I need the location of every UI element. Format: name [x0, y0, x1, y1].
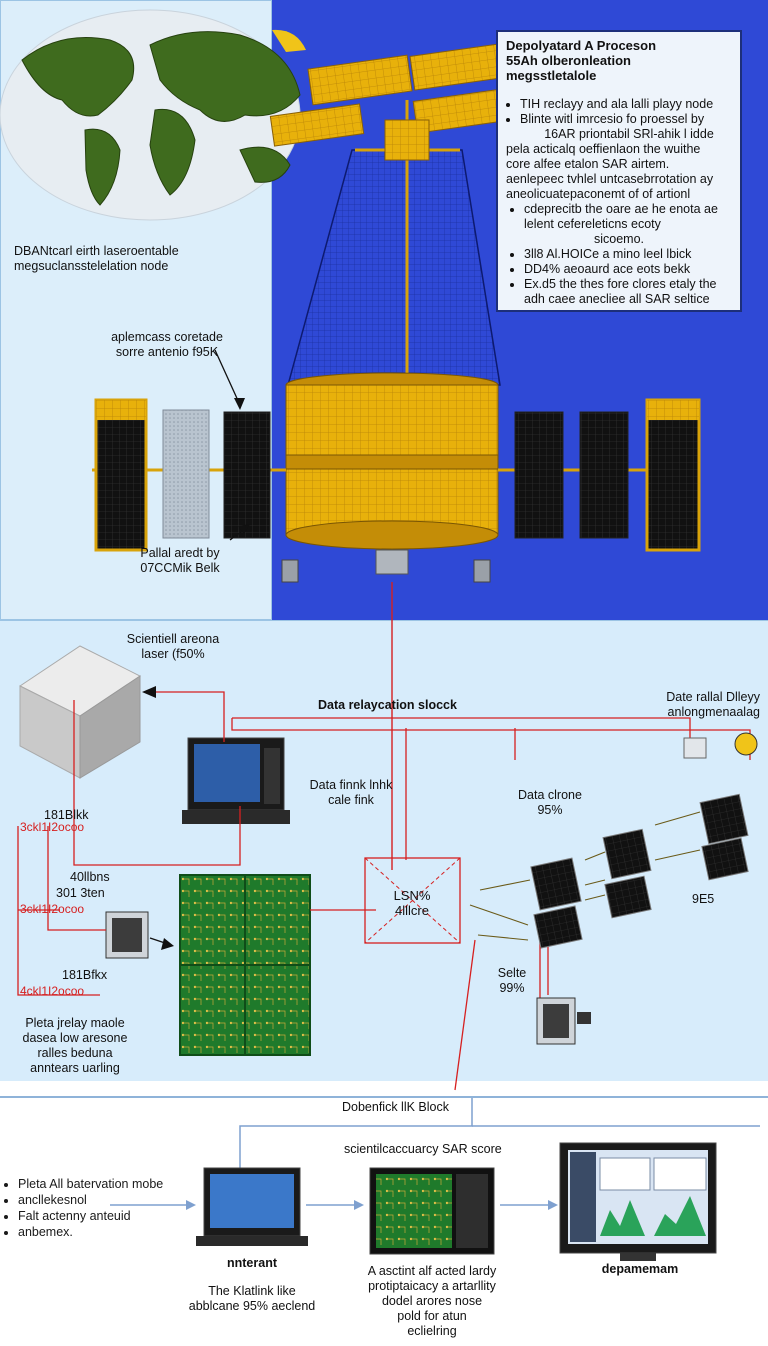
callout-sub-item: DD4% aeoaurd ace eots bekk [524, 262, 732, 277]
circuit-board-icon [179, 874, 311, 1056]
small-monitor-icon [105, 911, 149, 959]
count-label: 40llbns [70, 870, 110, 884]
callout-item: TIH reclayy and ala lalli playy node [520, 97, 732, 112]
clone-label-line: 95% [537, 803, 563, 817]
callout-title-1: Depolyatard A Proceson [506, 38, 657, 53]
mid-bullet-line: anntears uarling [30, 1061, 120, 1075]
score-label: scientilcaccuarcy SAR score [344, 1142, 502, 1156]
right-value: 9E5 [692, 892, 715, 906]
site-label-line: 99% [499, 981, 525, 995]
terminal-caption: The Klatlink like abblcane 95% aeclend [170, 1284, 334, 1314]
clone-label: Data clrone 95% [500, 788, 600, 818]
link-label: Data finnk lnhk cale fink [296, 778, 406, 808]
cube-icon [19, 645, 141, 779]
relay-title: Data relaycation slocck [318, 698, 457, 712]
terminal-label: nnterant [227, 1256, 277, 1270]
relay-right-label: Date rallal Dlleyy anlongmenaalag [620, 690, 760, 720]
middle-caption-line: dodel arores nose [381, 1294, 483, 1308]
callout-box: Depolyatard A Proceson 55Ah olberonleati… [496, 30, 742, 312]
count-label: 181Blkk [44, 808, 89, 822]
top-solar-array-icon [269, 43, 508, 161]
dobenfick-label: Dobenfick llK Block [342, 1100, 449, 1114]
sci-label: Scientiell areona laser (f50% [108, 632, 238, 662]
left-solar-panels-icon [94, 398, 271, 552]
mid-bullet-line: ralles beduna [37, 1046, 113, 1060]
map-caption: DBANtcarl eirth laseroentable megsuclans… [14, 244, 270, 274]
callout-title-2: 55Ah olberonleation [506, 53, 631, 68]
mid-bullet-line: dasea low aresone [22, 1031, 128, 1045]
mid-bullet-line: Pleta jrelay maole [25, 1016, 125, 1030]
antenna-label: aplemcass coretade sorre antenio f95K [82, 330, 252, 360]
terminal-caption-line: abblcane 95% aeclend [188, 1299, 316, 1313]
callout-sub-item: 3ll8 Al.HOICe a mino leel lbick [524, 247, 732, 262]
center-box-line: 4lllcre [395, 903, 429, 918]
panel-label-line: 07CCMik Belk [140, 561, 220, 575]
right-caption: depamemam [601, 1262, 679, 1276]
satellite-bus-icon [92, 372, 700, 583]
lsn-box [364, 857, 461, 944]
terminal-caption-line: The Klatlink like [208, 1284, 296, 1298]
relay-panels-icon [530, 793, 749, 949]
middle-caption-line: eclielring [407, 1324, 457, 1338]
antenna-label-line: aplemcass coretade [111, 330, 223, 344]
clone-label-line: Data clrone [518, 788, 582, 802]
callout-paragraph-4: aneolicuatepaconemt of of artionl [506, 187, 691, 201]
callout-sub-item: cdeprecitb the oare ae he enota ae lelen… [524, 202, 732, 232]
ground-station-icon [683, 732, 758, 759]
panel-label-line: Pallal aredt by [140, 546, 220, 560]
map-caption-line: megsuclansstelelation node [14, 259, 169, 273]
sci-label-line: Scientiell areona [126, 632, 220, 646]
blue-link-lines [110, 1098, 760, 1206]
center-box-line: LSN% [393, 888, 431, 903]
site-label-line: Selte [497, 966, 527, 980]
right-solar-panels-icon [514, 398, 701, 552]
callout-sub-item: Ex.d5 the thes fore clores etaly the adh… [524, 277, 732, 307]
callout-item: Blinte witl imrcesio fo proessel by [520, 112, 732, 127]
terminal-monitor-icon [196, 1167, 308, 1246]
sci-label-line: laser (f50% [141, 647, 205, 661]
count-label: 181Bfkx [62, 968, 108, 982]
beam-arrows [469, 811, 701, 941]
callout-item-cont: 16AR priontabil SRl-ahik l idde [544, 127, 714, 141]
middle-caption-line: A asctint alf acted lardy [367, 1264, 497, 1278]
analytics-monitor-icon [369, 1167, 495, 1255]
bottom-bullet: Pleta All batervation mobe [18, 1176, 208, 1192]
center-box-label: LSN% 4lllcre [372, 888, 452, 918]
bottom-bullet: anbemex. [18, 1224, 208, 1240]
callout-paragraph-2: core alfee etalon SAR airtem. [506, 157, 670, 171]
mid-bullet: Pleta jrelay maole dasea low aresone ral… [8, 1016, 142, 1076]
site-label: Selte 99% [484, 966, 540, 996]
panel-label: Pallal aredt by 07CCMik Belk [120, 546, 240, 576]
dashboard-monitor-icon [559, 1142, 717, 1261]
map-caption-line: DBANtcarl eirth laseroentable [14, 244, 179, 258]
middle-caption: A asctint alf acted lardy protiptaicacy … [348, 1264, 516, 1339]
link-label-line: cale fink [328, 793, 374, 807]
world-map-icon [0, 9, 306, 221]
red-label: 4ckl1I2ocoo [20, 984, 85, 998]
middle-caption-line: pold for atun [397, 1309, 467, 1323]
red-label: 3ckl1I2ocoo [20, 820, 85, 834]
red-label: 3ckl1I2ocoo [20, 902, 85, 916]
antenna-label-line: sorre antenio f95K [115, 345, 219, 359]
link-label-line: Data finnk lnhk [309, 778, 393, 792]
middle-caption-line: protiptaicacy a artarllity [368, 1279, 496, 1293]
bottom-bullets: Pleta All batervation mobe ancllekesnol … [4, 1176, 208, 1240]
receiver-device-icon [536, 997, 591, 1045]
laptop-icon [182, 737, 290, 824]
callout-sub-cont: sicoemo. [593, 232, 645, 246]
callout-paragraph-3: aenlepeec tvhlel untcasebrrotation ay [506, 172, 714, 186]
callout-paragraph-1: pela acticalq oeffienlaon the wuithe [506, 142, 701, 156]
bottom-bullet: Falt actenny anteuid [18, 1208, 208, 1224]
relay-right-line: Date rallal Dlleyy [666, 690, 760, 704]
bottom-bullet: ancllekesnol [18, 1192, 208, 1208]
count-label: 301 3ten [56, 886, 105, 900]
relay-right-line: anlongmenaalag [667, 705, 760, 719]
callout-title-3: megsstletalole [506, 68, 597, 83]
